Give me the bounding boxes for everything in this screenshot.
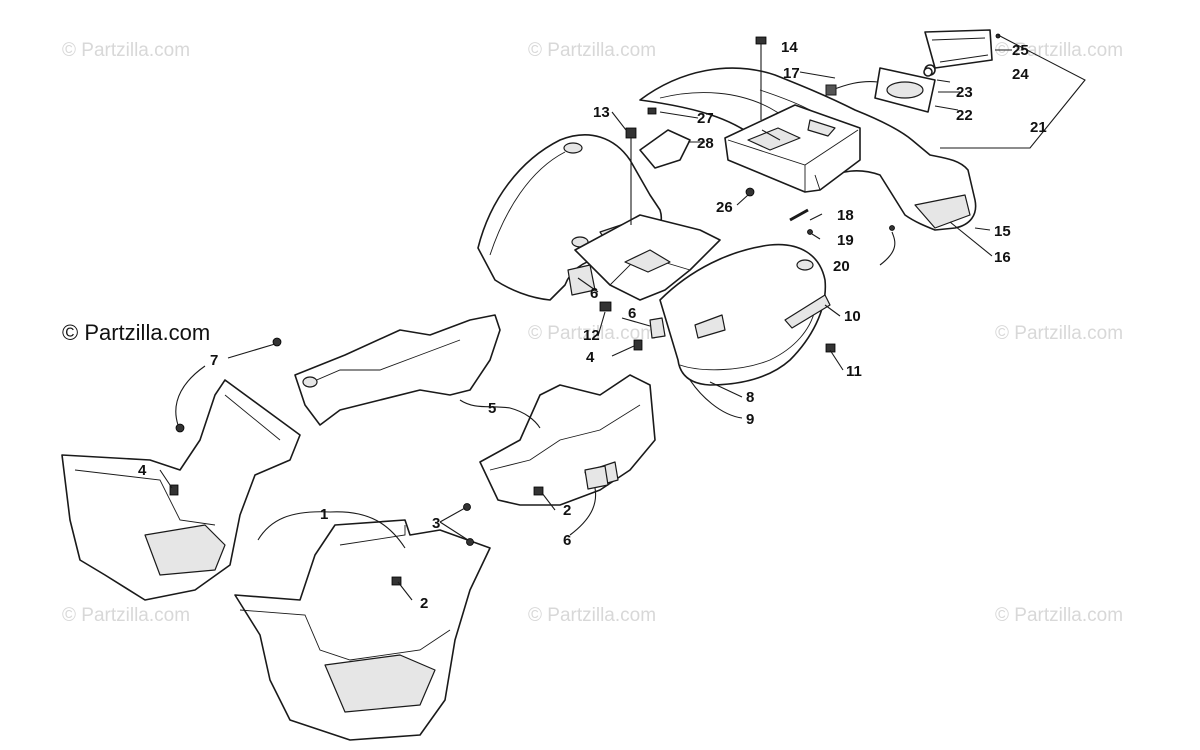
callout-11: 11 [846, 363, 862, 380]
brand-label: © Partzilla.com [62, 320, 211, 345]
callout-6: 6 [590, 285, 598, 302]
right-floorboard [234, 519, 491, 741]
watermark: © Partzilla.com [528, 40, 657, 61]
right-footwell-upper [479, 374, 656, 506]
center-body [574, 214, 721, 301]
storage-box [724, 104, 861, 193]
left-floorboard [61, 379, 301, 601]
callout-19: 19 [837, 232, 854, 249]
callout-21: 21 [1030, 119, 1047, 136]
callout-15: 15 [994, 223, 1011, 240]
watermark: © Partzilla.com [995, 40, 1124, 61]
left-footwell-upper [294, 314, 501, 426]
callout-18: 18 [837, 207, 854, 224]
callout-20: 20 [833, 258, 850, 275]
callout-14: 14 [781, 39, 798, 56]
callout-7: 7 [210, 352, 218, 369]
callout-6: 6 [563, 532, 571, 549]
callout-4: 4 [586, 349, 595, 366]
callout-17: 17 [783, 65, 800, 82]
callout-16: 16 [994, 249, 1011, 266]
callout-13: 13 [593, 104, 610, 121]
callout-labels: 1 2 2 6 3 4 4 5 6 6 7 8 9 10 11 12 13 14… [138, 39, 1047, 612]
callout-28: 28 [697, 135, 714, 152]
tail-light-lens [924, 29, 993, 69]
callout-9: 9 [746, 411, 754, 428]
callout-6: 6 [628, 305, 636, 322]
watermark: © Partzilla.com [62, 40, 191, 61]
watermark: © Partzilla.com [995, 323, 1124, 344]
callout-26: 26 [716, 199, 733, 216]
hardware [169, 36, 933, 586]
callout-1: 1 [320, 506, 328, 523]
tail-light [825, 64, 936, 113]
leader-lines [159, 34, 1086, 601]
callout-22: 22 [956, 107, 973, 124]
right-side-fender [659, 243, 831, 386]
callout-5: 5 [488, 400, 496, 417]
callout-8: 8 [746, 389, 754, 406]
callout-25: 25 [1012, 42, 1029, 59]
callout-2: 2 [420, 595, 428, 612]
callout-4: 4 [138, 462, 147, 479]
callout-10: 10 [844, 308, 861, 325]
callout-12: 12 [583, 327, 600, 344]
callout-3: 3 [432, 515, 440, 532]
watermark: © Partzilla.com [528, 605, 657, 626]
watermark: © Partzilla.com [995, 605, 1124, 626]
watermark: © Partzilla.com [62, 605, 191, 626]
callout-23: 23 [956, 84, 973, 101]
callout-2: 2 [563, 502, 571, 519]
watermark: © Partzilla.com [528, 323, 657, 344]
callout-27: 27 [697, 110, 714, 127]
callout-24: 24 [1012, 66, 1029, 83]
